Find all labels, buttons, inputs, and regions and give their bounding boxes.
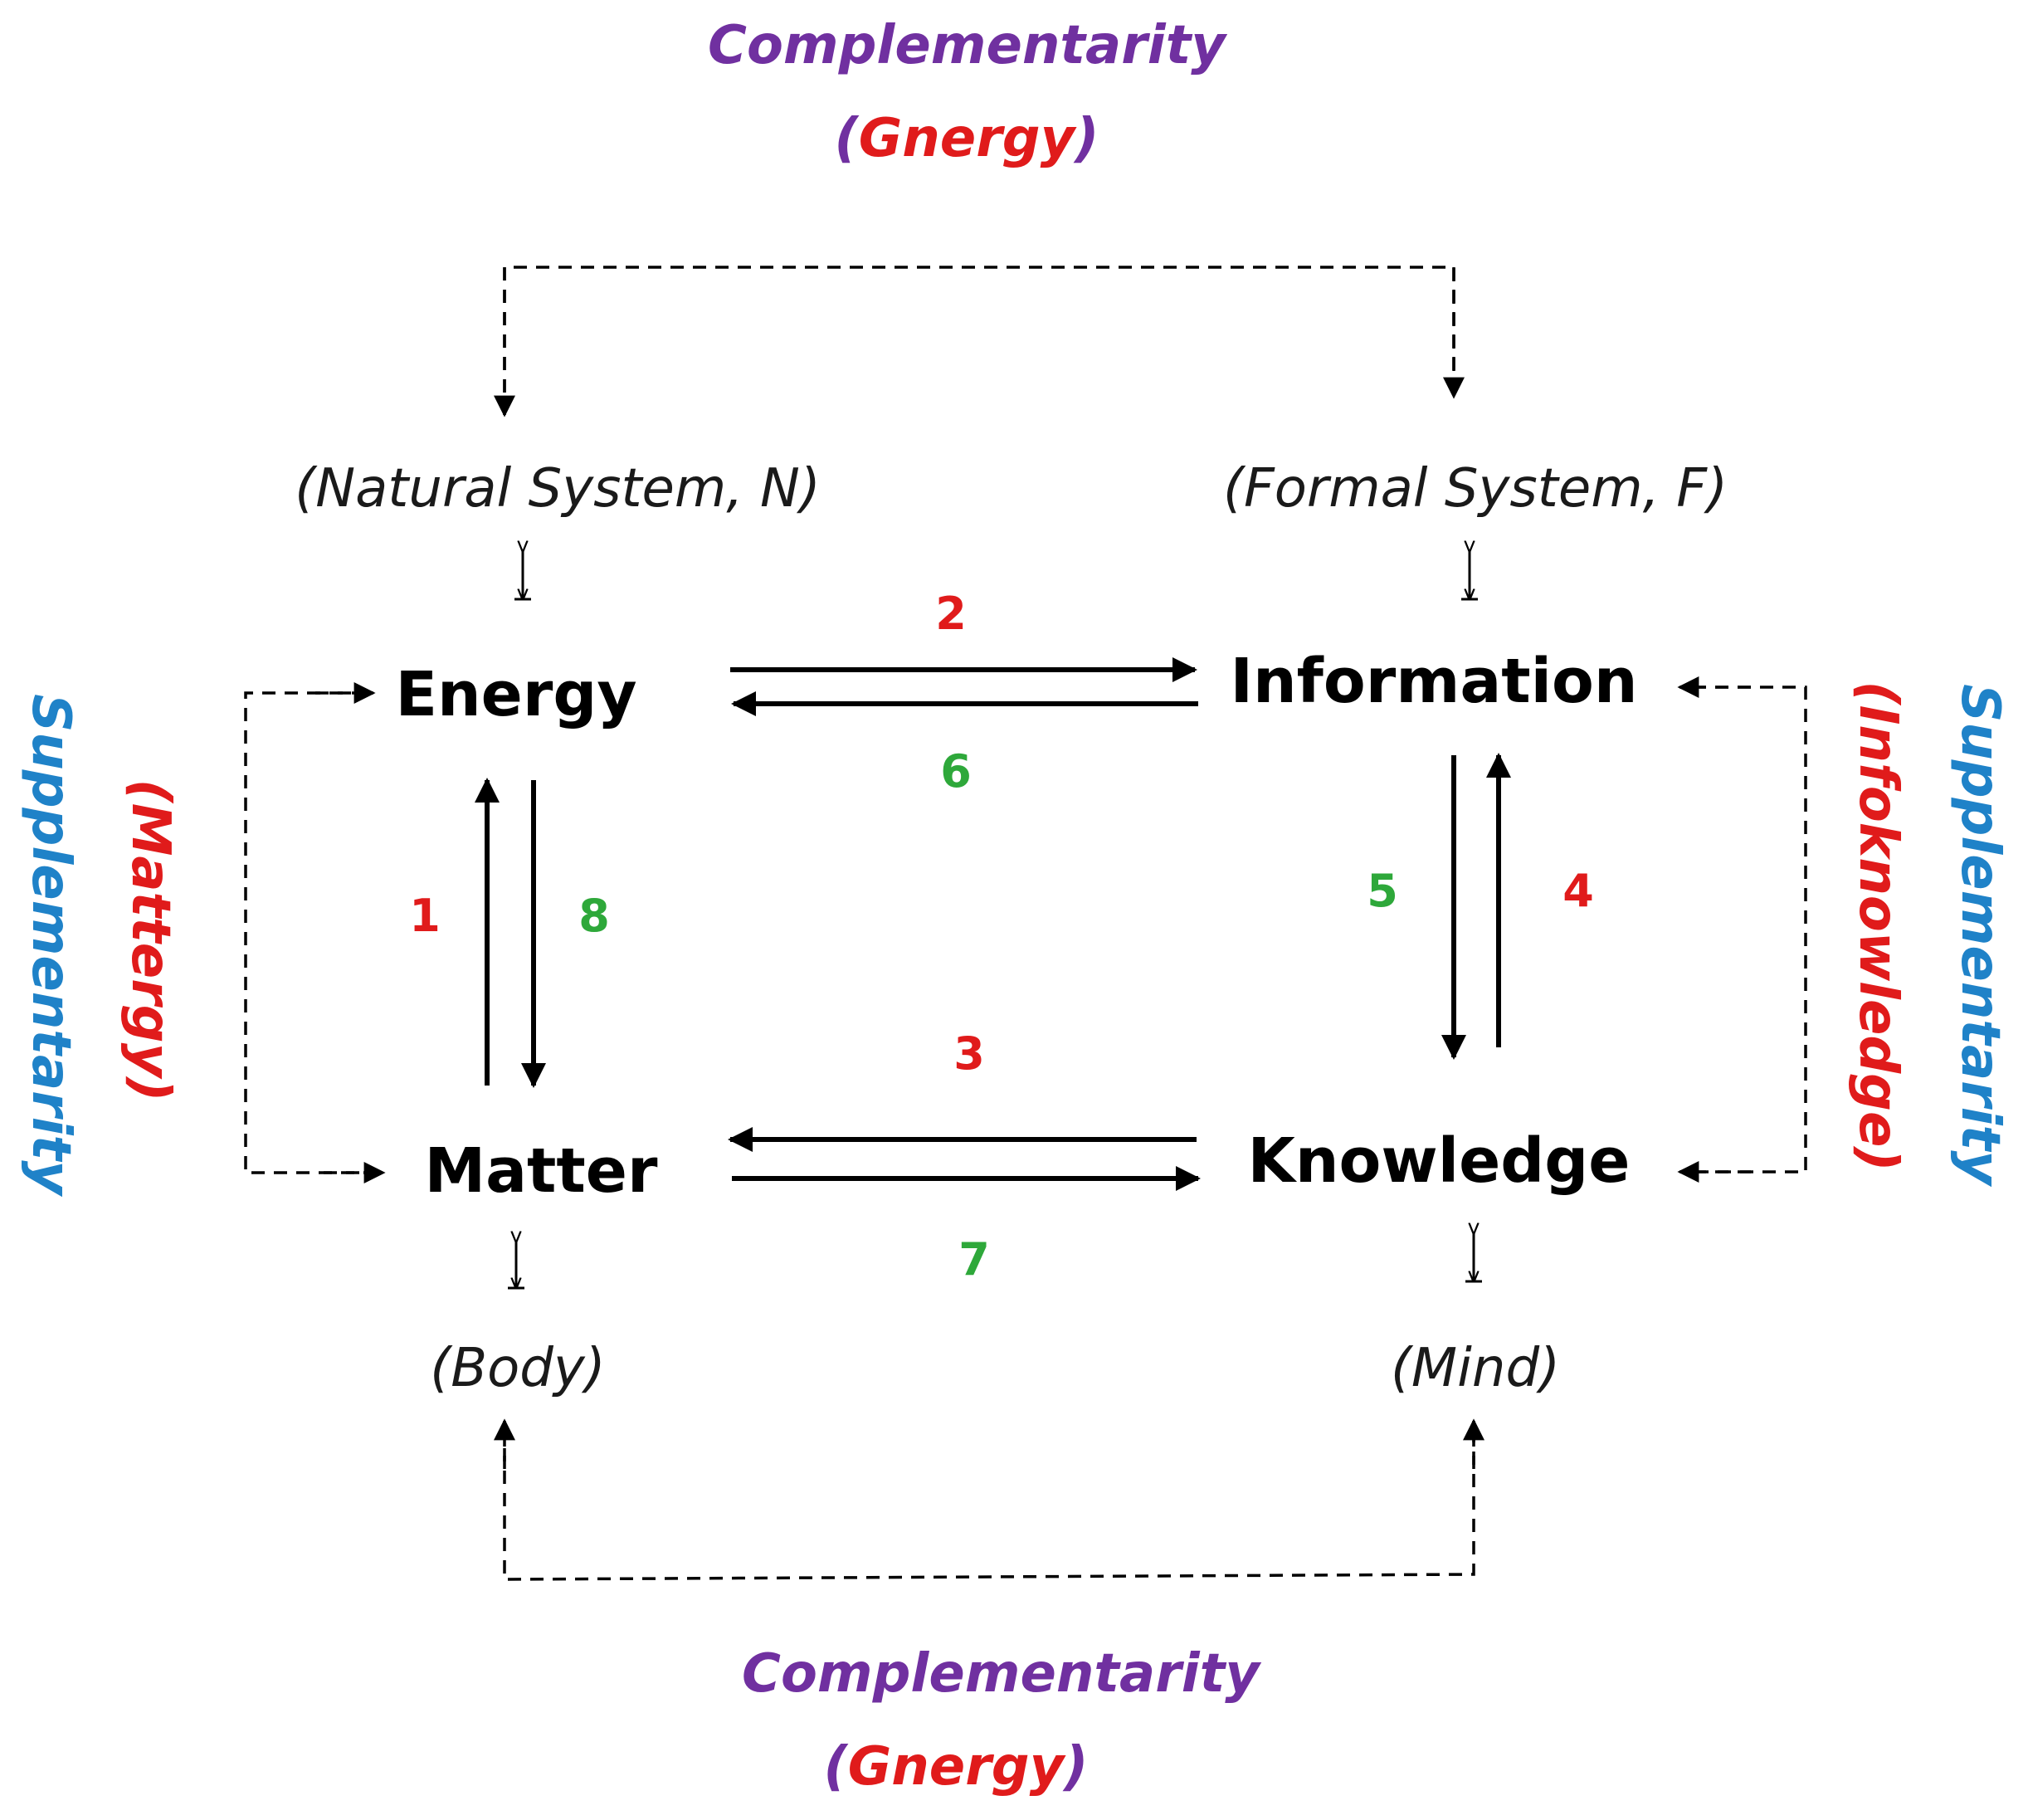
- knowledge-node: Knowledge: [1248, 1125, 1631, 1197]
- body-label: (Body): [430, 1338, 606, 1399]
- matter-body-link-icon: [508, 1242, 524, 1290]
- bottom-complementarity-label: Complementarity: [742, 1643, 1261, 1705]
- energy-node: Energy: [395, 659, 636, 730]
- knowledge-mind-link-icon: [1465, 1233, 1482, 1283]
- top-complementarity-label: Complementarity: [708, 15, 1227, 76]
- top-dashed-connector: [503, 266, 1455, 415]
- transition-5: 5: [1367, 865, 1398, 917]
- right-supplementarity-label: Supplementarity: [1949, 684, 2011, 1187]
- natural-energy-link-icon: [514, 551, 531, 601]
- transition-6: 6: [940, 745, 972, 798]
- bottom-gnergy-label: (Gnergy): [823, 1736, 1088, 1798]
- formal-information-link-icon: [1461, 551, 1478, 601]
- transition-3: 3: [953, 1027, 985, 1080]
- information-node: Information: [1230, 646, 1637, 717]
- transition-7: 7: [958, 1233, 990, 1286]
- natural-system-label: (Natural System, N): [295, 458, 821, 520]
- right-infoknowledge-label: (Infoknowledge): [1847, 681, 1909, 1171]
- top-gnergy-label: (Gnergy): [834, 108, 1099, 169]
- left-dashed-connector: [244, 691, 373, 1174]
- bottom-dashed-connector: [503, 1426, 1475, 1581]
- left-supplementarity-label: Supplementarity: [20, 694, 81, 1197]
- transition-2: 2: [935, 588, 967, 640]
- left-mattergy-label: (Mattergy): [119, 778, 181, 1101]
- formal-system-label: (Formal System, F): [1223, 458, 1728, 520]
- transition-4: 4: [1562, 865, 1594, 917]
- transition-8: 8: [578, 890, 610, 942]
- mind-label: (Mind): [1391, 1338, 1560, 1399]
- matter-node: Matter: [424, 1135, 658, 1207]
- right-dashed-connector: [1693, 686, 1807, 1173]
- transition-1: 1: [409, 890, 441, 942]
